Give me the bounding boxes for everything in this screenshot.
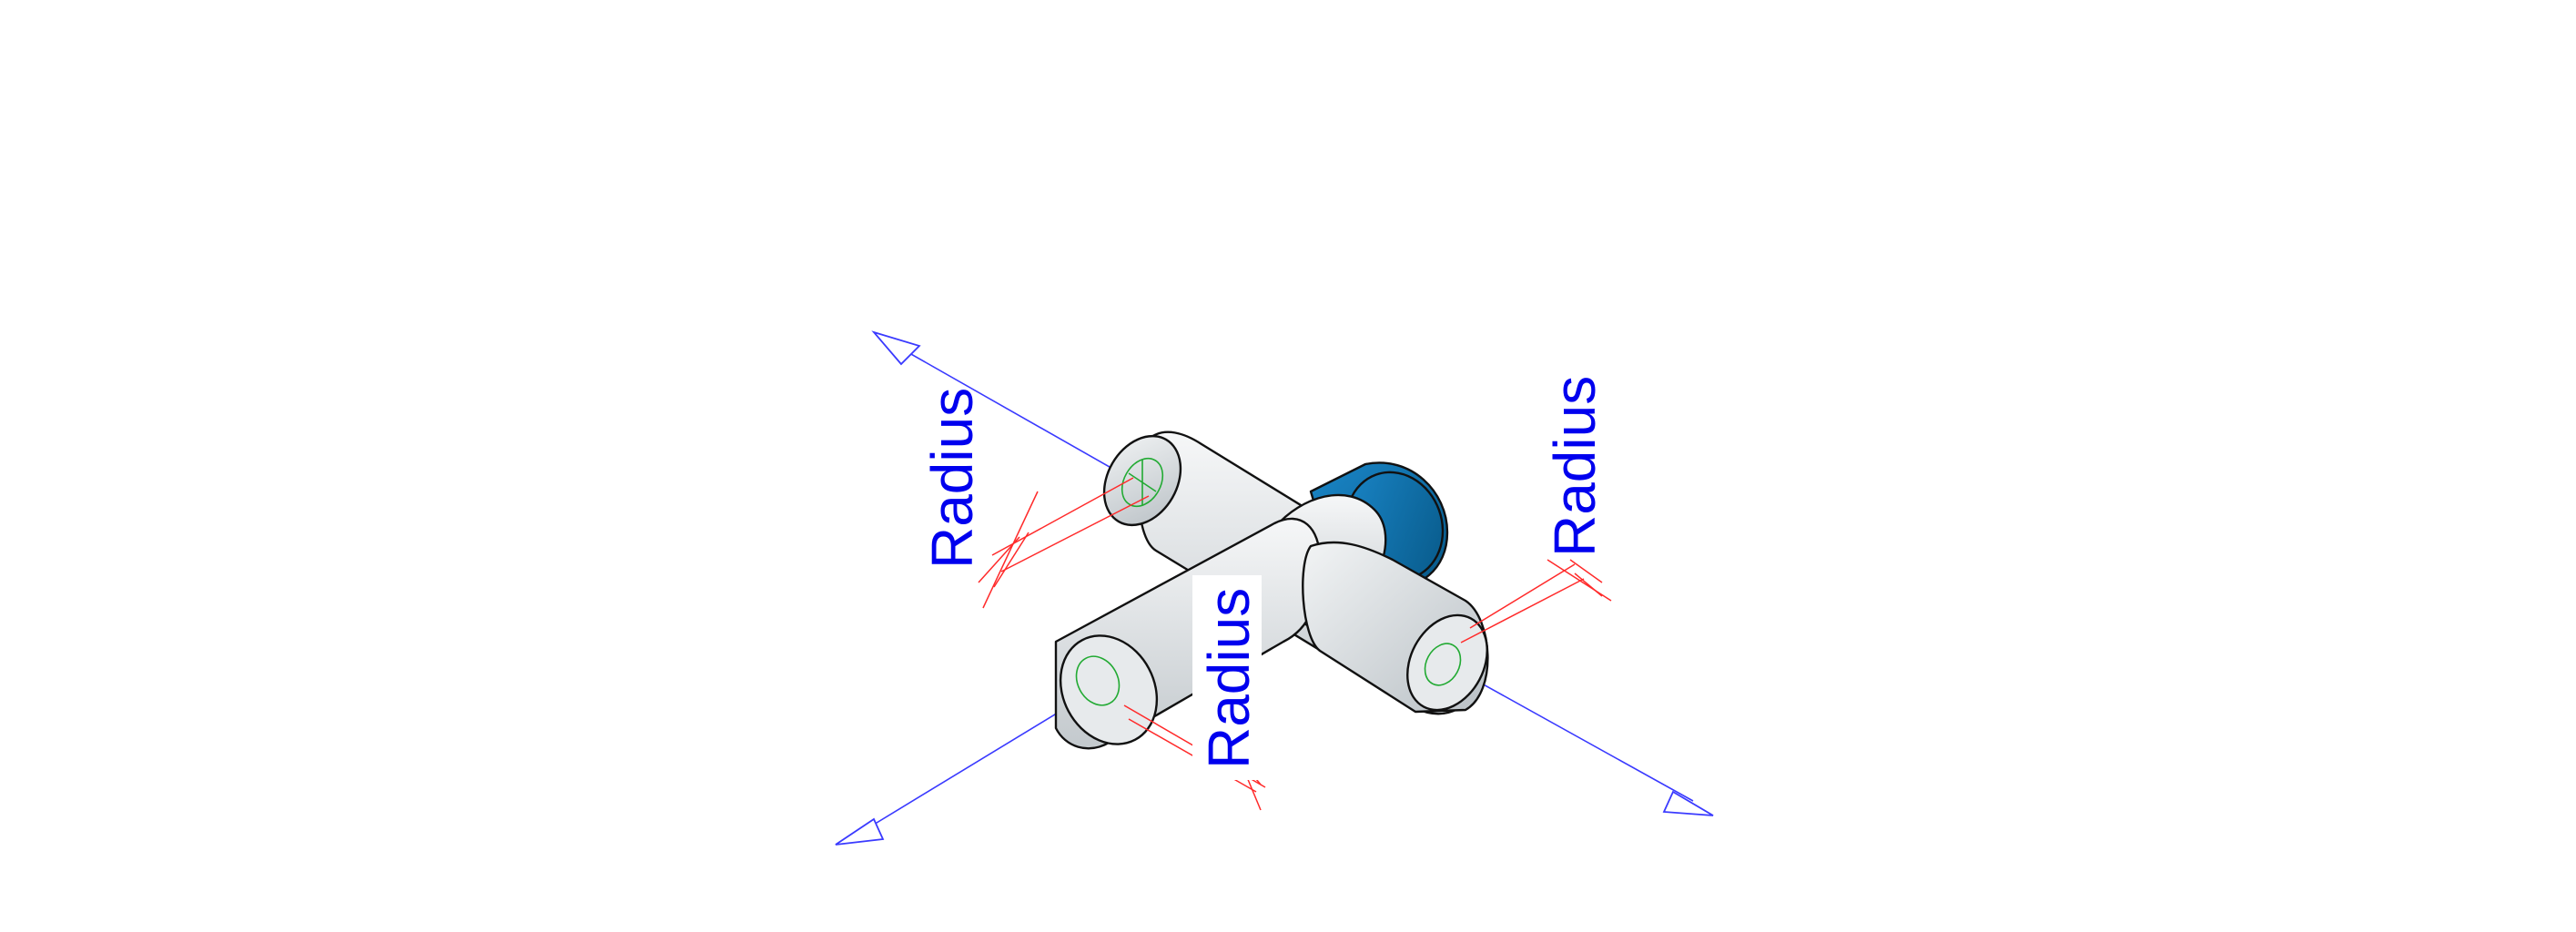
circle-crosshair-icon[interactable] — [1068, 649, 1127, 713]
circle-crosshair-icon[interactable] — [1114, 451, 1171, 513]
arrowhead-icon[interactable] — [1662, 790, 1714, 816]
center-markers — [1068, 451, 1467, 713]
arrowhead-icon[interactable] — [871, 330, 921, 366]
radius-label-center-background — [1192, 575, 1262, 780]
axis-line-lower-left — [859, 691, 1093, 834]
arrowhead-icons — [835, 330, 1714, 846]
part-body[interactable] — [1042, 422, 1503, 761]
axis-line-lower-right — [1446, 664, 1694, 802]
axis-line-upper-left — [896, 345, 1130, 479]
circle-crosshair-icon[interactable] — [1418, 637, 1467, 691]
radius-label-left[interactable]: Radius — [919, 388, 985, 569]
radius-label-right[interactable]: Radius — [1542, 376, 1607, 557]
axis-lines — [859, 345, 1694, 834]
radius-label-center[interactable]: Radius — [1196, 588, 1262, 769]
tube-end-face-lower-left[interactable] — [1042, 619, 1176, 761]
arrowhead-icon[interactable] — [835, 817, 885, 846]
